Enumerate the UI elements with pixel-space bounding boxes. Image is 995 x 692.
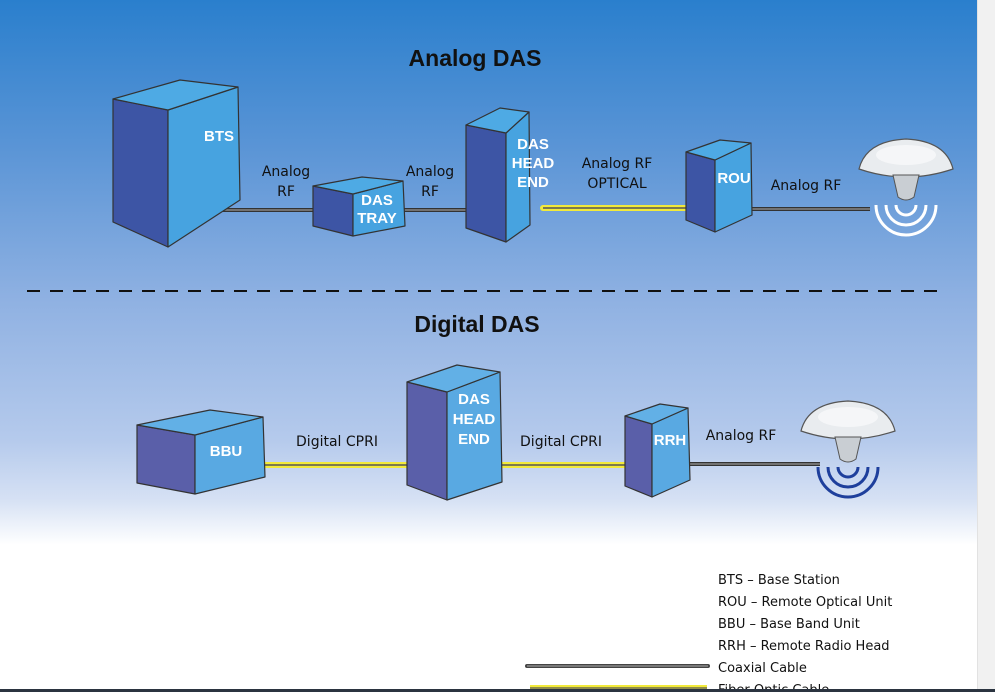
das-head-end-digital-box	[406, 364, 503, 501]
legend-fiber-label: Fiber Optic Cable	[718, 683, 829, 692]
signal-waves-icon	[816, 466, 880, 499]
rou-label: ROU	[717, 170, 750, 187]
analog-das-title: Analog DAS	[409, 45, 542, 71]
rrh-box	[624, 403, 691, 498]
antenna-icon	[800, 400, 896, 463]
antenna-icon	[858, 138, 954, 201]
analog-rf-label: Analog RF	[706, 428, 777, 444]
bts-label: BTS	[204, 128, 234, 145]
das-tray-box	[312, 176, 406, 237]
window-bottom-edge	[0, 689, 995, 692]
bbu-label: BBU	[210, 443, 243, 460]
legend-item: BBU – Base Band Unit	[718, 617, 860, 632]
digital-das-title: Digital DAS	[414, 311, 539, 337]
legend-coax: Coaxial Cable	[525, 661, 807, 676]
digital-cpri-label: Digital CPRI	[296, 434, 378, 450]
digital-cpri-label: Digital CPRI	[520, 434, 602, 450]
scrollbar-track[interactable]	[977, 0, 995, 692]
bbu-box	[136, 409, 266, 495]
bts-box	[112, 79, 241, 248]
legend-item: ROU – Remote Optical Unit	[718, 595, 892, 610]
das-head-end-analog-box	[465, 107, 531, 243]
legend-coax-label: Coaxial Cable	[718, 661, 807, 676]
legend-item: RRH – Remote Radio Head	[718, 639, 890, 654]
signal-waves-icon	[874, 204, 938, 237]
legend-item: BTS – Base Station	[718, 573, 840, 588]
legend-fiber: Fiber Optic Cable	[530, 683, 829, 692]
rrh-label: RRH	[654, 432, 687, 449]
rou-box	[685, 139, 753, 233]
analog-rf-label: Analog RF	[771, 178, 842, 194]
